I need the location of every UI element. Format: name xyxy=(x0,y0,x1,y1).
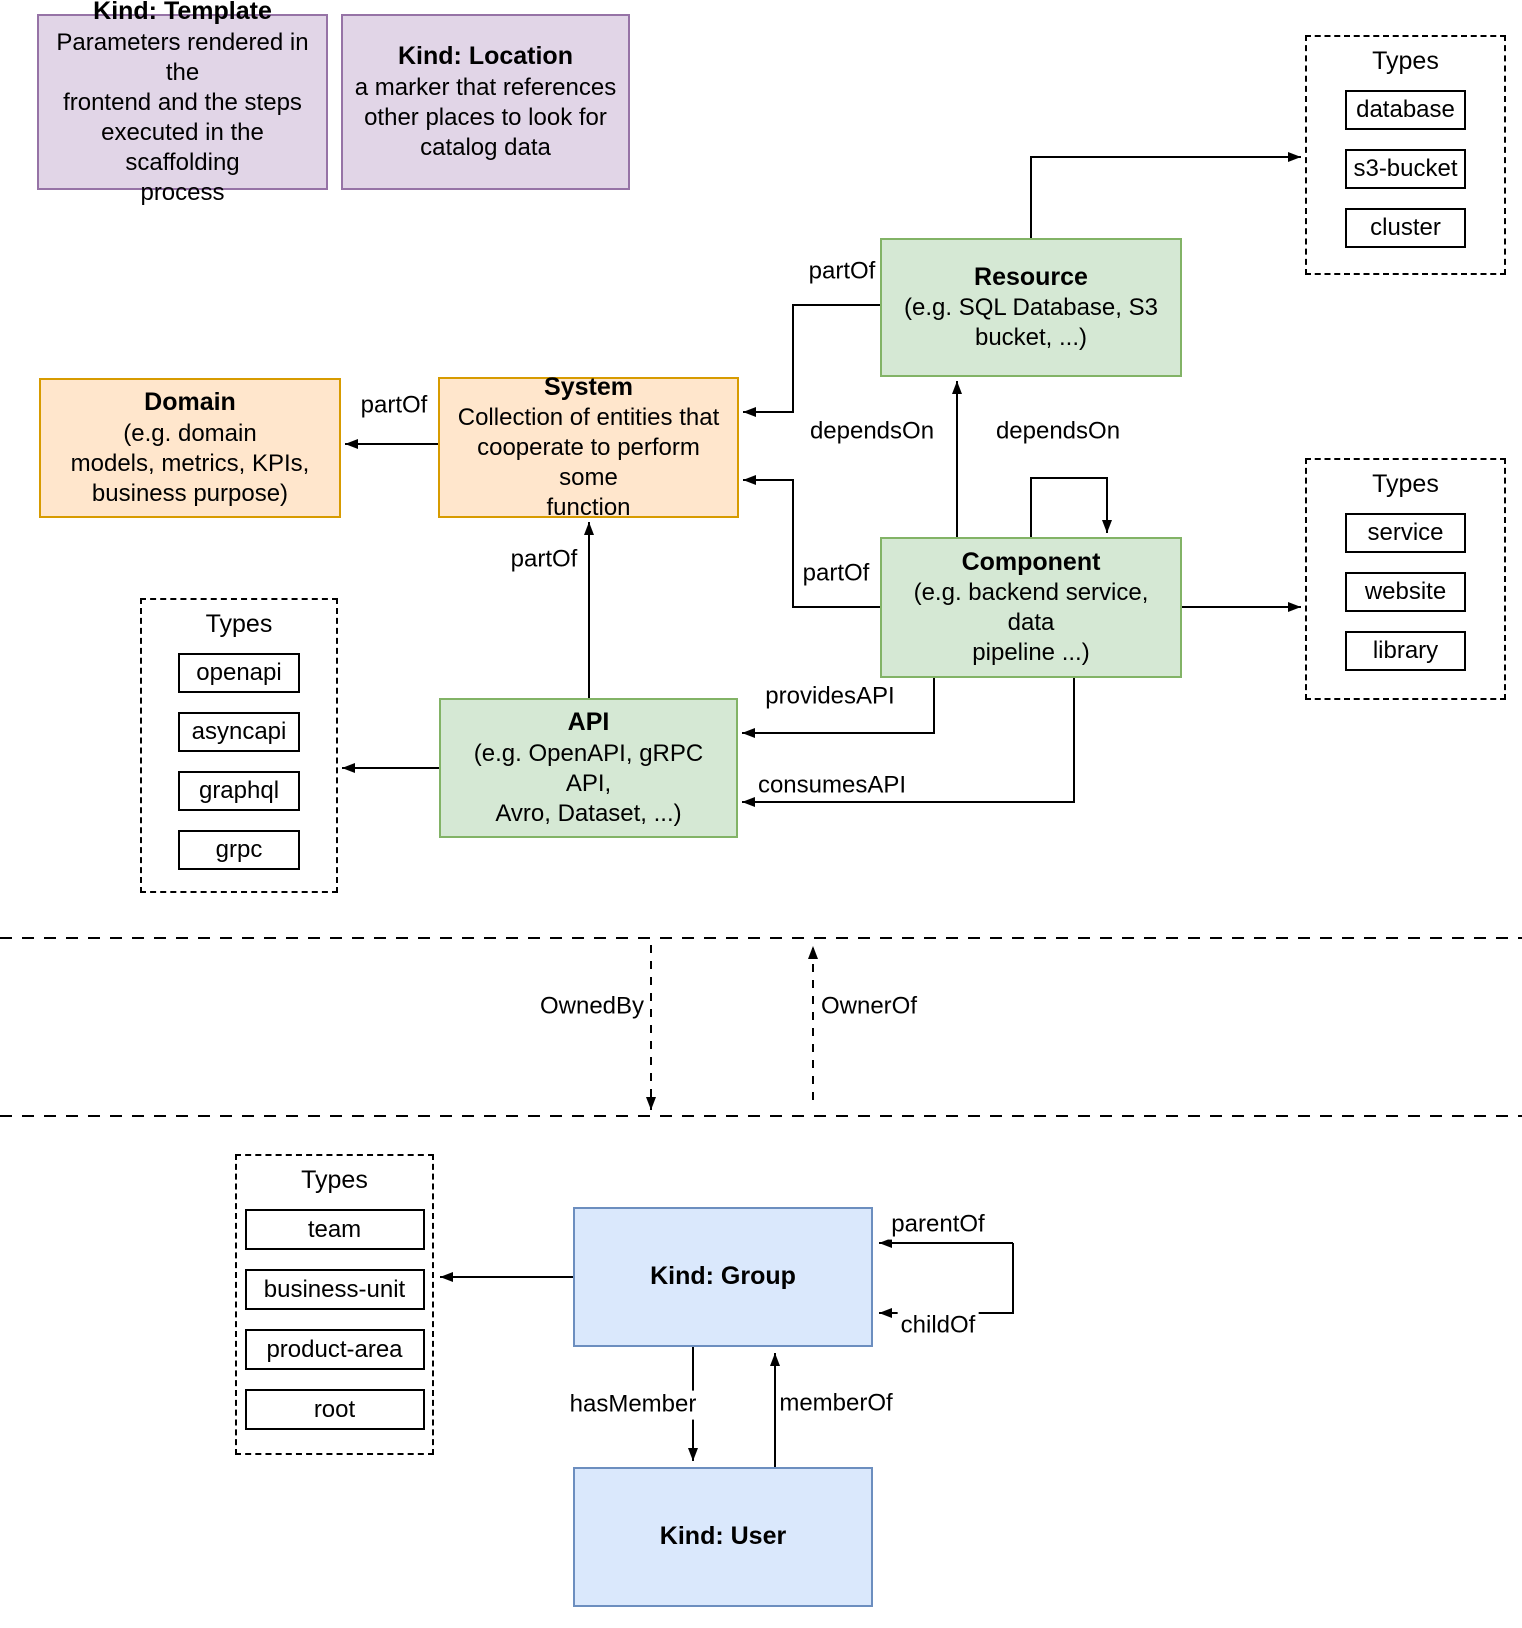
arrow-component-dependson-self xyxy=(1030,477,1112,537)
type-item-team: team xyxy=(244,1209,425,1250)
node-title: System xyxy=(544,372,633,401)
type-item-grpc: grpc xyxy=(178,830,300,870)
group-types-box: Types team business-unit product-area ro… xyxy=(235,1154,434,1455)
node-kind-template: Kind: Template Parameters rendered in th… xyxy=(37,0,328,206)
node-component: Component (e.g. backend service, data pi… xyxy=(880,537,1182,678)
edge-label-providesapi: providesAPI xyxy=(762,682,898,712)
type-item-openapi: openapi xyxy=(178,653,300,693)
node-description: (e.g. OpenAPI, gRPC API, Avro, Dataset, … xyxy=(473,739,704,827)
node-kind-location: Kind: Location a marker that references … xyxy=(341,14,630,190)
node-kind-group: Kind: Group xyxy=(573,1207,873,1347)
type-item-graphql: graphql xyxy=(178,771,300,811)
node-description: Collection of entities that cooperate to… xyxy=(457,404,720,522)
type-item-service: service xyxy=(1345,513,1466,553)
node-title: Kind: Template xyxy=(93,0,272,26)
node-title: Kind: Location xyxy=(398,42,573,71)
type-item-library: library xyxy=(1345,631,1466,671)
node-kind-user: Kind: User xyxy=(573,1467,873,1607)
edge-label-dependson-component: dependsOn xyxy=(992,417,1124,447)
edge-label-system-partof: partOf xyxy=(357,391,431,421)
node-title: Component xyxy=(961,547,1101,576)
node-title: Domain xyxy=(144,388,236,417)
edge-label-memberof: memberOf xyxy=(776,1389,896,1419)
arrow-group-childof xyxy=(879,1243,1014,1318)
type-item-website: website xyxy=(1345,572,1466,612)
edge-label-resource-partof: partOf xyxy=(805,257,879,287)
type-item-asyncapi: asyncapi xyxy=(178,712,300,752)
node-title: Kind: Group xyxy=(650,1262,796,1291)
types-title: Types xyxy=(1372,47,1439,75)
node-description: (e.g. domain models, metrics, KPIs, busi… xyxy=(70,419,310,507)
arrow-resource-partof-system xyxy=(743,304,880,417)
arrow-resource-to-types xyxy=(1030,152,1301,238)
type-item-product-area: product-area xyxy=(244,1329,425,1370)
api-types-box: Types openapi asyncapi graphql grpc xyxy=(140,598,338,893)
edge-label-ownerof: OwnerOf xyxy=(817,992,921,1022)
node-resource: Resource (e.g. SQL Database, S3 bucket, … xyxy=(880,238,1182,377)
resource-types-box: Types database s3-bucket cluster xyxy=(1305,35,1506,275)
type-item-cluster: cluster xyxy=(1345,208,1466,248)
node-description: a marker that references other places to… xyxy=(354,73,617,161)
node-title: API xyxy=(567,708,610,737)
types-title: Types xyxy=(205,610,273,638)
node-description: Parameters rendered in the frontend and … xyxy=(56,28,309,206)
types-title: Types xyxy=(1372,470,1439,498)
edge-label-api-partof: partOf xyxy=(507,545,581,575)
edge-label-parentof: parentOf xyxy=(888,1210,988,1240)
node-system: System Collection of entities that coope… xyxy=(438,373,739,521)
node-description: (e.g. SQL Database, S3 bucket, ...) xyxy=(904,294,1158,352)
component-types-box: Types service website library xyxy=(1305,458,1506,700)
edge-label-component-partof: partOf xyxy=(799,559,873,589)
node-description: (e.g. backend service, data pipeline ...… xyxy=(913,579,1149,667)
edge-label-consumesapi: consumesAPI xyxy=(754,771,910,801)
edge-label-hasmember: hasMember xyxy=(566,1390,700,1420)
edge-label-ownedby: OwnedBy xyxy=(536,992,648,1022)
type-item-business-unit: business-unit xyxy=(244,1269,425,1310)
edge-label-childof: childOf xyxy=(897,1311,979,1341)
type-item-root: root xyxy=(244,1389,425,1430)
type-item-s3-bucket: s3-bucket xyxy=(1345,149,1466,189)
node-domain: Domain (e.g. domain models, metrics, KPI… xyxy=(39,378,341,518)
types-title: Types xyxy=(301,1166,368,1194)
node-title: Resource xyxy=(974,262,1088,291)
node-title: Kind: User xyxy=(659,1522,787,1551)
edge-label-dependson-resource: dependsOn xyxy=(806,417,938,447)
type-item-database: database xyxy=(1345,90,1466,130)
node-api: API (e.g. OpenAPI, gRPC API, Avro, Datas… xyxy=(439,698,738,838)
